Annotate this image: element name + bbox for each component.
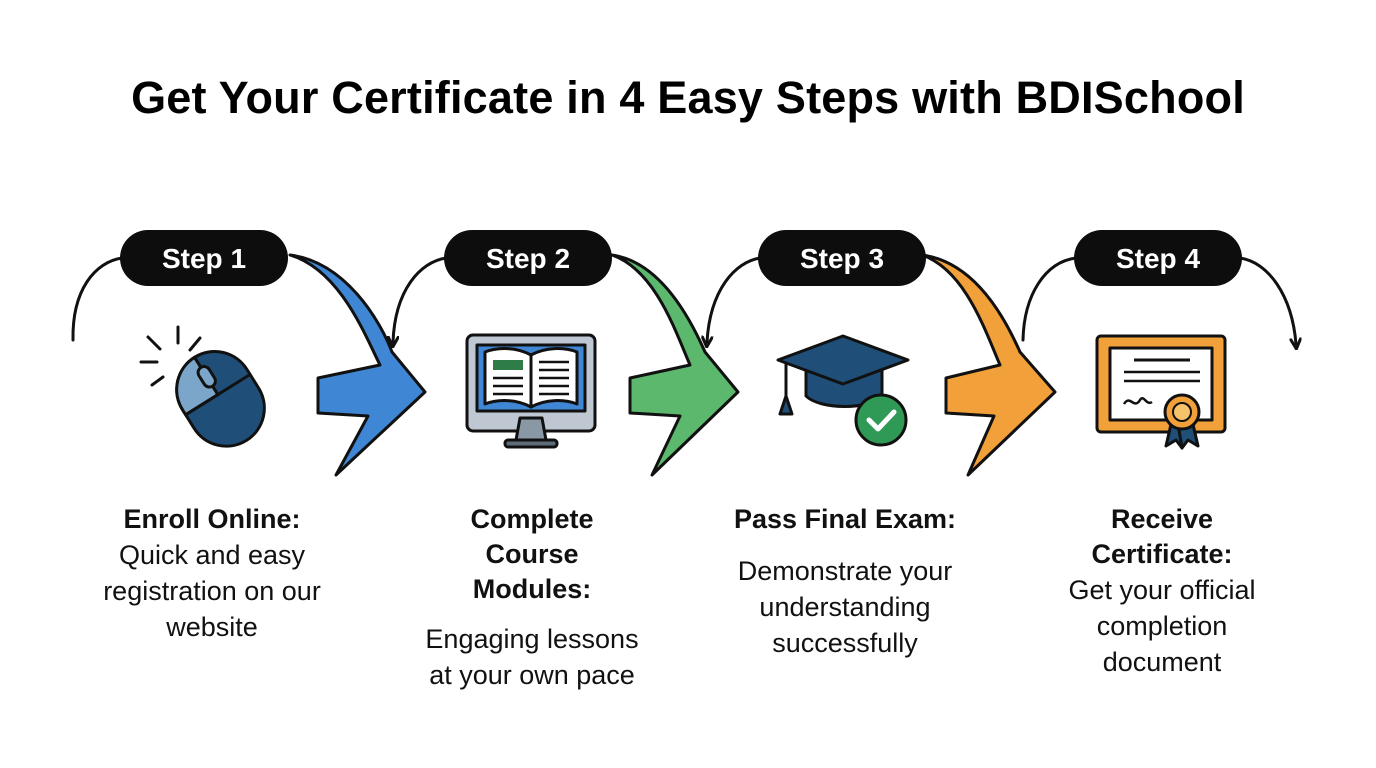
step-pill-1: Step 1 <box>120 230 288 286</box>
connector-curve-2 <box>393 256 448 342</box>
step-title: Complete Course Modules: <box>470 504 594 604</box>
step-pill-2: Step 2 <box>444 230 612 286</box>
connector-curve-4 <box>1021 256 1078 342</box>
step-2-text: Complete Course Modules: Engaging lesson… <box>392 502 672 693</box>
step-description: Get your official completion document <box>1068 575 1256 677</box>
step-3-text: Pass Final Exam: Demonstrate your unders… <box>705 502 985 661</box>
computer-book-icon <box>465 333 597 449</box>
step-label: Step 4 <box>1116 243 1200 274</box>
step-title: Enroll Online: <box>123 504 301 534</box>
step-description: Demonstrate your understanding successfu… <box>737 556 953 658</box>
step-pill-3: Step 3 <box>758 230 926 286</box>
step-label: Step 3 <box>800 243 884 274</box>
connector-curve-1 <box>71 256 124 342</box>
arrow-orange <box>920 253 1057 477</box>
connector-curve-5 <box>1238 256 1296 344</box>
step-label: Step 2 <box>486 243 570 274</box>
mouse-icon <box>139 325 266 448</box>
arrow-green <box>610 253 740 477</box>
page-title: Get Your Certificate in 4 Easy Steps wit… <box>131 72 1245 123</box>
connector-curve-3 <box>707 256 762 342</box>
step-title: Receive Certificate: <box>1091 504 1233 569</box>
step-4-text: Receive Certificate: Get your official c… <box>1022 502 1302 680</box>
certificate-icon <box>1095 334 1227 450</box>
step-title: Pass Final Exam: <box>733 504 957 534</box>
step-description: Engaging lessons at your own pace <box>425 624 639 690</box>
step-description: Quick and easy registration on our websi… <box>103 540 321 642</box>
step-pill-4: Step 4 <box>1074 230 1242 286</box>
step-label: Step 1 <box>162 243 246 274</box>
arrow-blue <box>288 253 427 477</box>
step-1-text: Enroll Online: Quick and easy registrati… <box>72 502 352 645</box>
graduation-cap-check-icon <box>776 334 910 447</box>
